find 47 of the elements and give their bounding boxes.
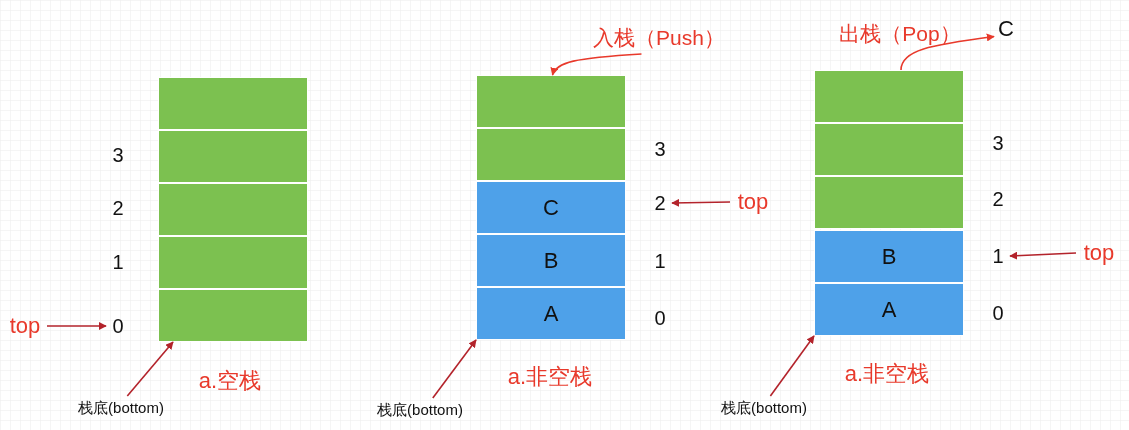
index-number: 1: [986, 242, 1010, 270]
arrow: [671, 198, 731, 207]
index-number: 2: [111, 195, 125, 221]
index-number: 0: [106, 312, 130, 340]
pointer-label: top: [730, 187, 776, 217]
index-number: 0: [991, 300, 1005, 326]
stack-cell: B: [814, 230, 964, 283]
arrow: [1009, 251, 1077, 260]
arrow: [769, 335, 815, 397]
stack-cell: [158, 236, 308, 289]
stack-cell: A: [814, 283, 964, 336]
stack-cell: [158, 183, 308, 236]
stack-caption: a.空栈: [197, 367, 263, 395]
arrow: [551, 53, 643, 76]
index-number: 2: [648, 189, 672, 217]
stack-cell: [476, 75, 626, 128]
arrow: [126, 341, 174, 397]
stack-cell: [158, 130, 308, 183]
stack-caption: a.非空栈: [843, 360, 931, 388]
stack-cell: [476, 128, 626, 181]
pointer-label: top: [3, 311, 47, 341]
index-number: 3: [991, 130, 1005, 156]
stack-caption: a.非空栈: [506, 363, 594, 391]
stack-cell: B: [476, 234, 626, 287]
stack-cell: C: [476, 181, 626, 234]
arrow: [46, 322, 107, 330]
bottom-label: 栈底(bottom): [356, 398, 484, 422]
arrow: [900, 33, 995, 71]
index-number: 1: [111, 249, 125, 275]
index-number: 3: [653, 136, 667, 162]
stack-cell: A: [476, 287, 626, 340]
bottom-label: 栈底(bottom): [58, 396, 184, 420]
bottom-label: 栈底(bottom): [700, 396, 828, 420]
arrow: [432, 339, 477, 399]
popped-element: C: [994, 14, 1018, 44]
stack-cell: [158, 77, 308, 130]
stack-cell: [814, 70, 964, 123]
index-number: 0: [653, 305, 667, 331]
stack-cell: [158, 289, 308, 342]
index-number: 3: [111, 142, 125, 168]
operation-label: 入栈（Push）: [586, 22, 732, 54]
stack-cell: [814, 176, 964, 229]
stack-cell: [814, 123, 964, 176]
index-number: 1: [653, 248, 667, 274]
index-number: 2: [991, 186, 1005, 212]
pointer-label: top: [1076, 238, 1122, 268]
operation-label: 出栈（Pop）: [832, 18, 968, 50]
